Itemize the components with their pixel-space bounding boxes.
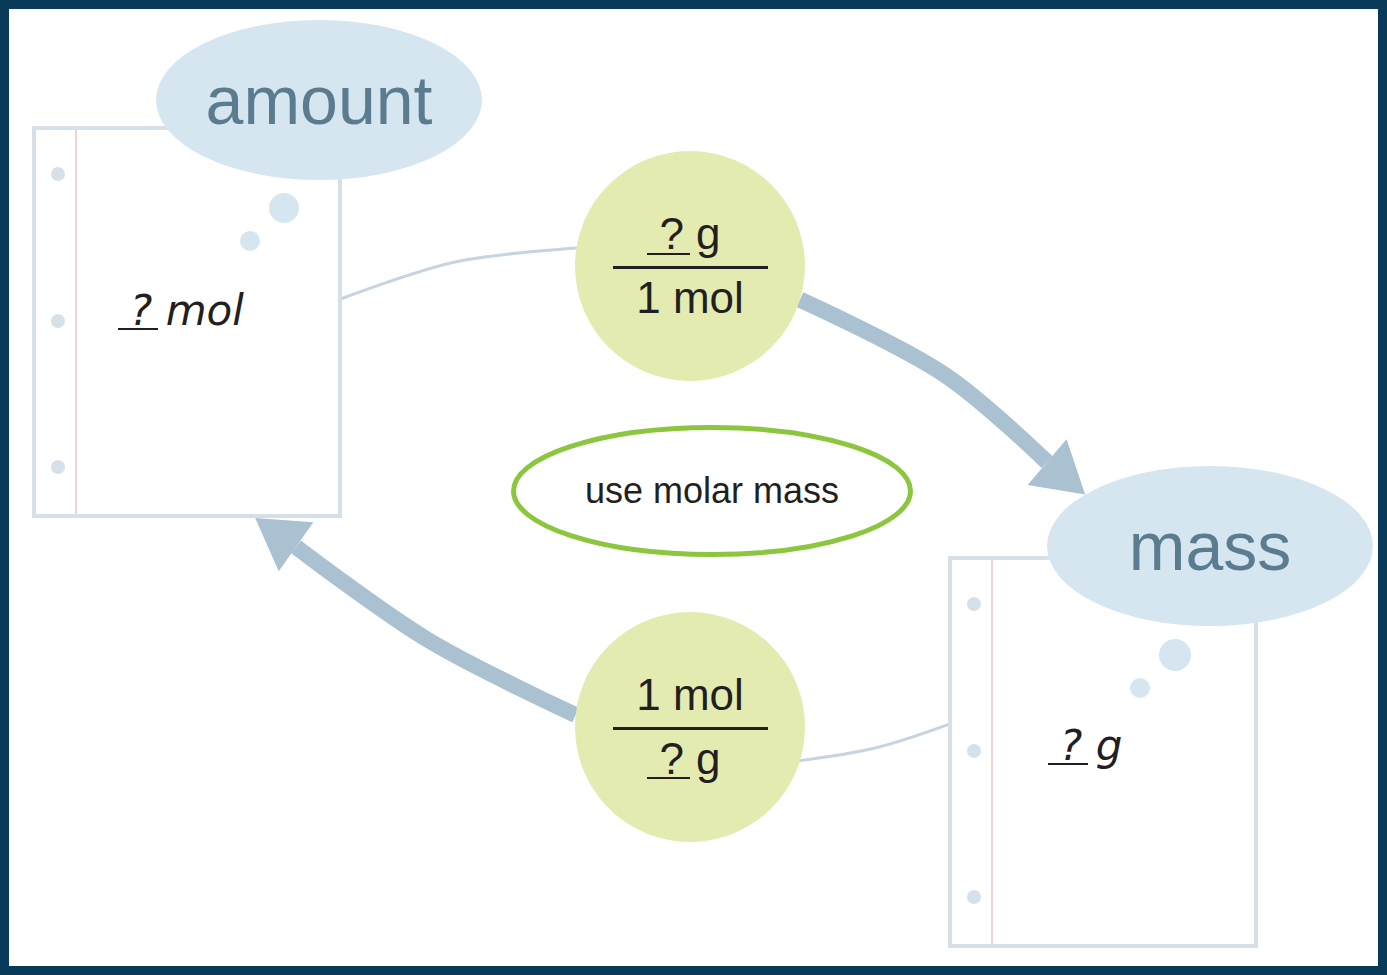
punch-hole [51,167,65,181]
ellipse-shape [575,151,805,381]
blank-line [647,253,689,255]
notepaper: ? mol [32,126,342,518]
quantity-label: mass [1129,507,1291,585]
fraction-numerator: 1 mol [613,670,768,730]
paper-margin [991,560,993,944]
ellipse-shape [156,20,482,180]
hint-text: use molar mass [585,470,839,511]
fraction-denominator: 1 mol [636,273,744,324]
thought-dot [269,193,299,223]
punch-hole [967,890,981,904]
conversion-factor: 1 mol? g [575,612,805,842]
paper-border [950,558,1256,946]
thought-dot [240,231,260,251]
punch-hole [967,744,981,758]
ellipse-shape [1047,466,1373,626]
conversion-factor: ? g1 mol [575,151,805,381]
thought-bubble: amount [156,20,482,180]
thought-dot [1159,639,1191,671]
paper-border [34,128,340,516]
blank-line [118,328,158,330]
blank-line [647,777,689,779]
conversion-arrow [255,518,575,715]
arrowhead [1028,439,1086,494]
punch-hole [51,460,65,474]
ellipse-shape [575,612,805,842]
connector-line [296,547,576,715]
punch-hole [967,597,981,611]
thought-bubble: mass [1047,466,1373,626]
ellipse-shape [514,428,911,555]
thin-connector [342,248,576,298]
blank-line [1048,763,1088,765]
connector-line [342,248,576,298]
arrowhead [255,518,313,571]
fraction-numerator: ? g [613,209,768,269]
connector-line [800,725,948,761]
paper-margin [75,130,77,514]
thought-dot [1130,678,1150,698]
connector-line [800,300,1047,462]
quantity-label: amount [206,61,433,139]
thin-connector [800,725,948,761]
punch-hole [51,314,65,328]
hint-oval: use molar mass [511,425,913,557]
